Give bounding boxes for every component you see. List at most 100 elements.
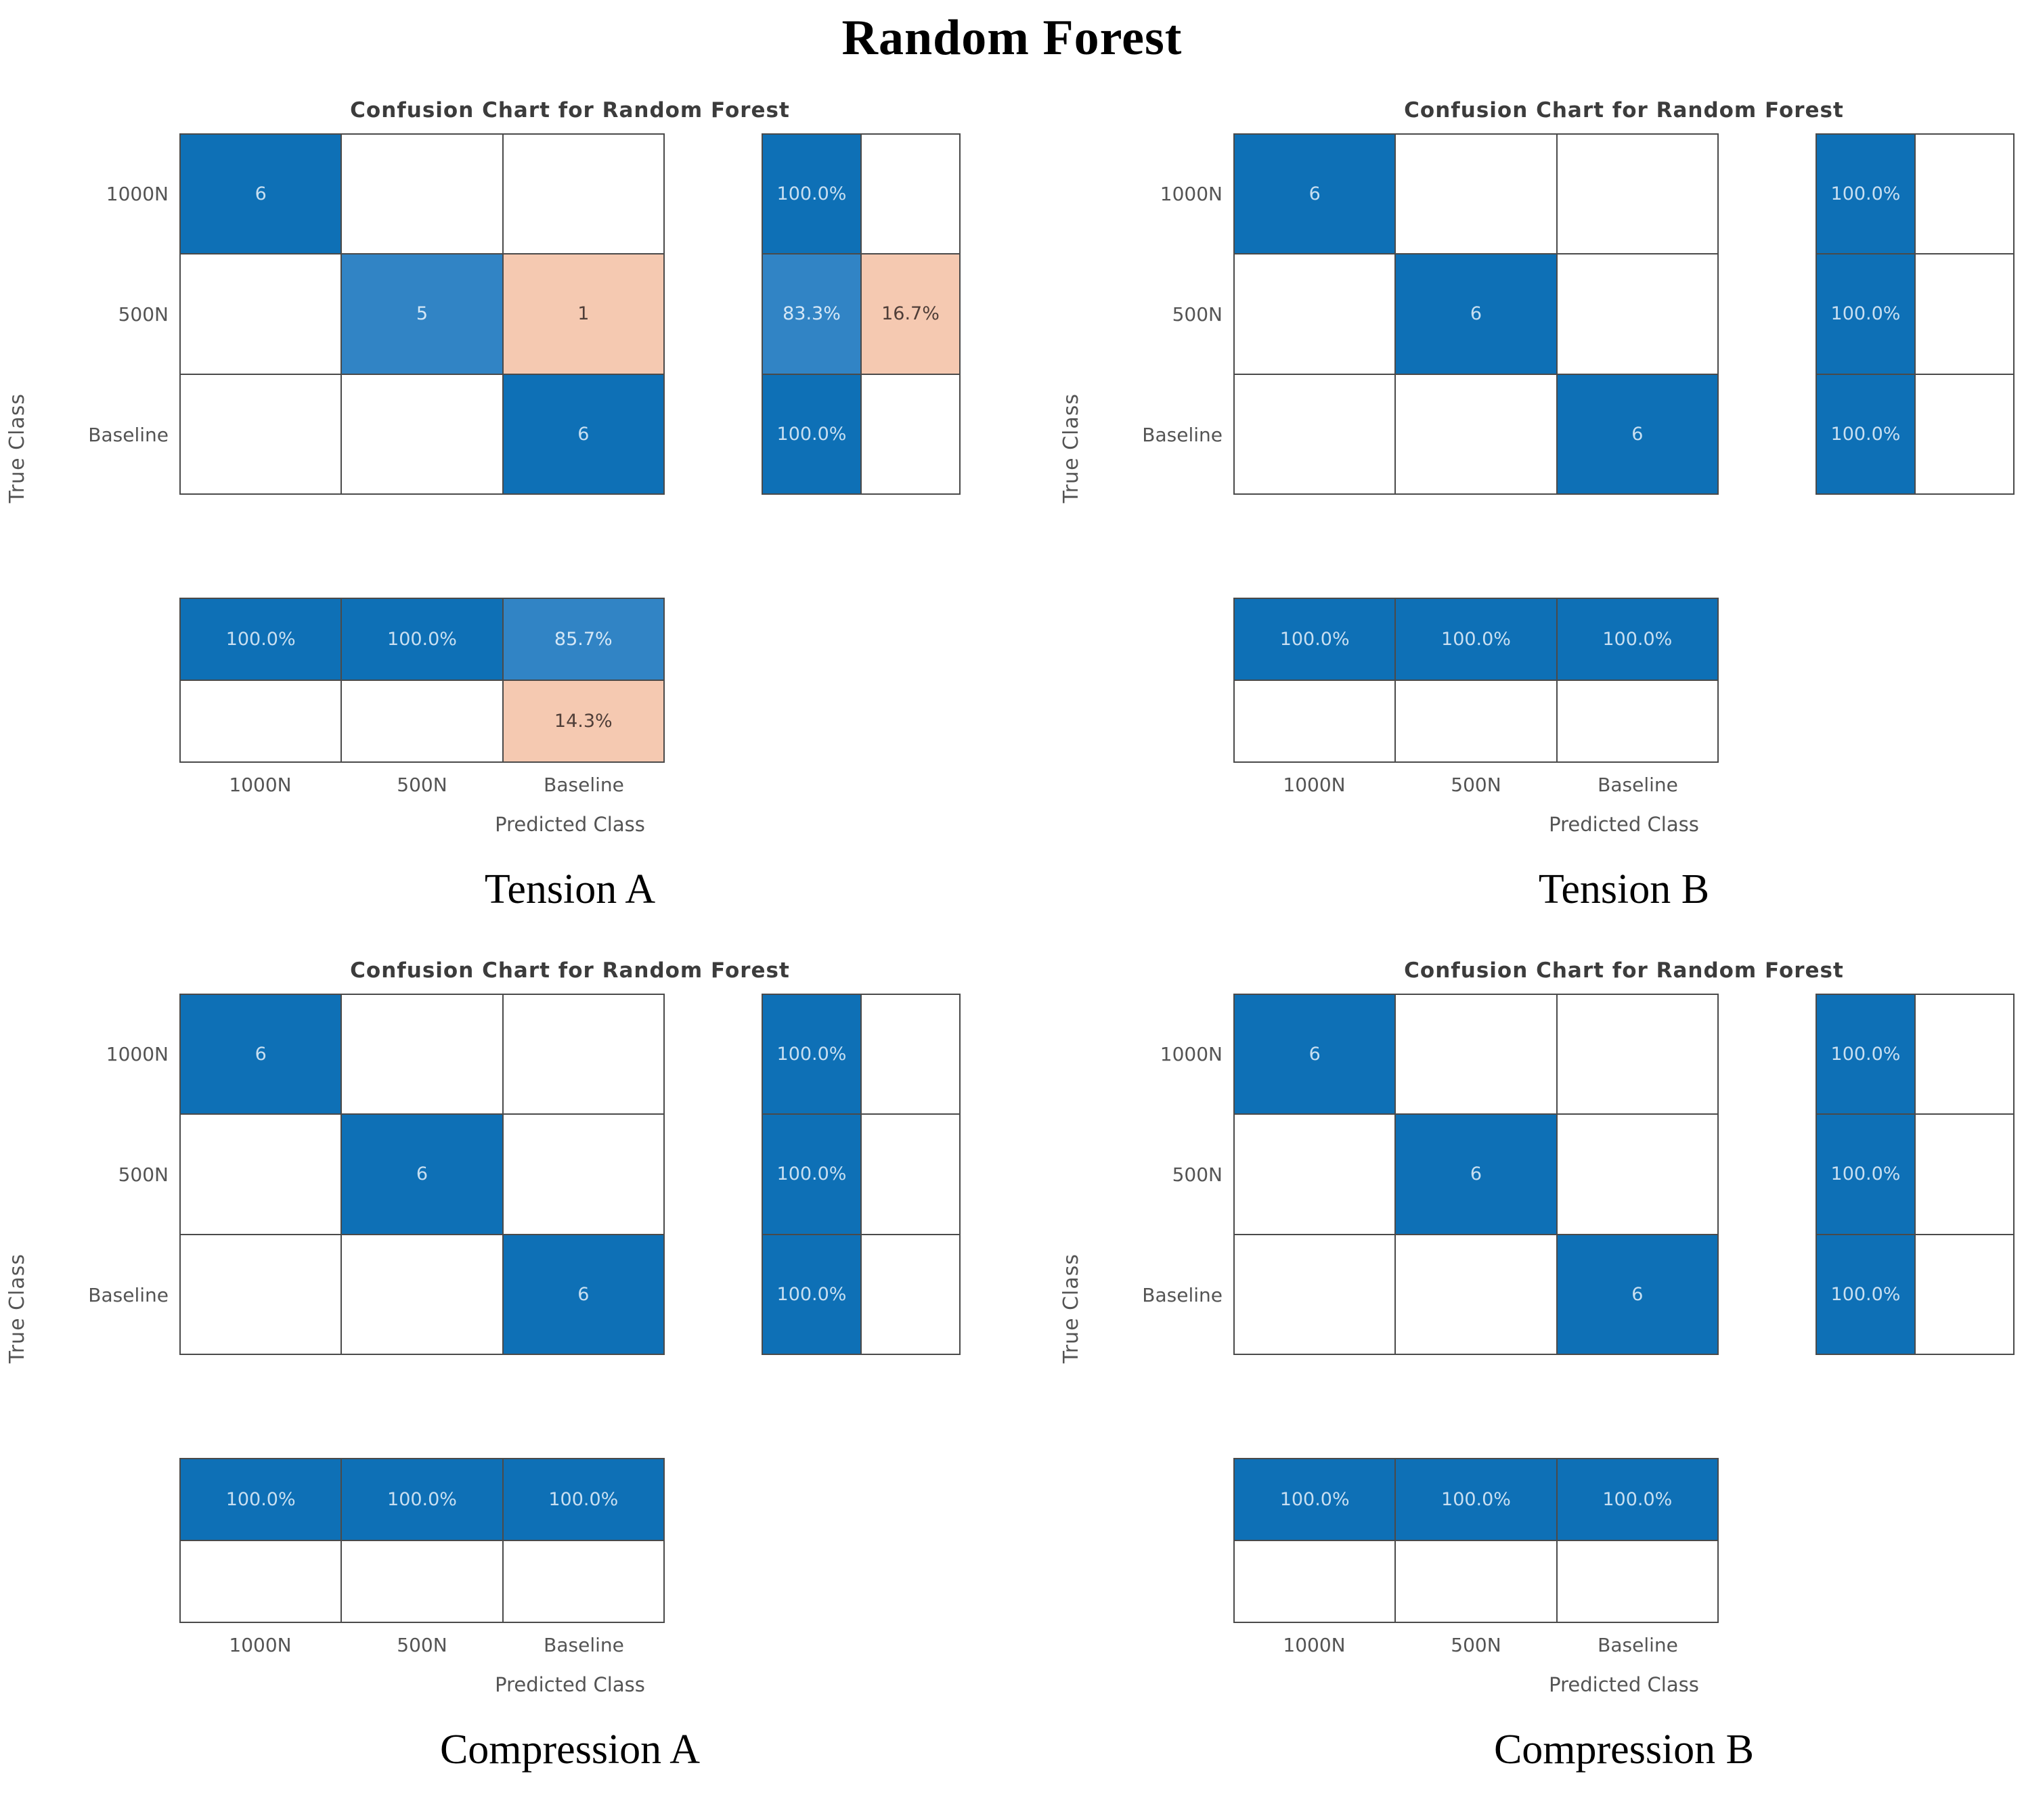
row-summary-cell: 100.0% [763, 374, 862, 495]
row-summary-cell [1916, 995, 2015, 1115]
y-axis-label: True Class [5, 393, 29, 504]
matrix-cell: 6 [181, 995, 343, 1115]
x-axis-label: Predicted Class [1549, 1673, 1699, 1696]
row-summary: 100.0%83.3%16.7%100.0% [762, 133, 961, 495]
matrix-cell: 6 [1235, 995, 1396, 1115]
column-summary-cell [181, 681, 343, 763]
confusion-chart-panel: Confusion Chart for Random Forest True C… [0, 931, 1012, 1774]
column-summary: 100.0%100.0%100.0% [1233, 1458, 1719, 1623]
y-axis-label: True Class [5, 1253, 29, 1364]
row-summary-cell [862, 995, 961, 1115]
x-tick-label: 1000N [229, 773, 292, 796]
row-summary-cell: 100.0% [1817, 1235, 1916, 1355]
row-summary-cell: 100.0% [763, 1235, 862, 1355]
matrix-cell [1396, 1235, 1558, 1355]
x-tick-label: Baseline [544, 1633, 624, 1656]
y-tick-label: 500N [1172, 1163, 1223, 1186]
confusion-chart-panel: Confusion Chart for Random Forest True C… [1012, 71, 2024, 914]
column-summary: 100.0%100.0%100.0% [179, 1458, 665, 1623]
panel-caption: Compression A [439, 1727, 701, 1773]
column-summary-cell: 100.0% [181, 1459, 343, 1541]
column-summary-cell: 100.0% [1557, 1459, 1719, 1541]
chart-title: Confusion Chart for Random Forest [1404, 98, 1844, 123]
x-tick-label: 1000N [1283, 773, 1346, 796]
column-summary-cell [342, 681, 504, 763]
row-summary-cell [1916, 135, 2015, 255]
matrix-cell: 6 [1557, 374, 1719, 495]
page-title: Random Forest [841, 10, 1183, 66]
matrix-cell [503, 135, 665, 255]
x-tick-label: 500N [1451, 773, 1501, 796]
column-summary-cell: 100.0% [1235, 599, 1396, 681]
row-summary-cell: 16.7% [862, 254, 961, 375]
matrix-cell: 6 [503, 1235, 665, 1355]
row-summary-cell: 100.0% [1817, 995, 1916, 1115]
row-summary-cell: 100.0% [1817, 135, 1916, 255]
column-summary: 100.0%100.0%85.7%14.3% [179, 598, 665, 763]
row-summary-cell [1916, 1235, 2015, 1355]
column-summary-cell [1557, 681, 1719, 763]
y-tick-label: 500N [118, 303, 169, 326]
row-summary-cell [1916, 374, 2015, 495]
x-tick-label: 500N [397, 773, 447, 796]
matrix-cell [503, 1115, 665, 1235]
column-summary-cell [503, 1541, 665, 1623]
row-summary-cell: 100.0% [763, 135, 862, 255]
y-tick-label: 500N [118, 1163, 169, 1186]
x-tick-label: 500N [1451, 1633, 1501, 1656]
row-summary: 100.0%100.0%100.0% [762, 994, 961, 1355]
matrix-cell [181, 374, 343, 495]
chart-title: Confusion Chart for Random Forest [350, 98, 790, 123]
x-axis-label: Predicted Class [495, 813, 645, 836]
x-tick-label: Baseline [544, 773, 624, 796]
matrix-cell [1396, 135, 1558, 255]
column-summary-cell: 100.0% [1557, 599, 1719, 681]
matrix-cell [342, 995, 504, 1115]
matrix-cell [1396, 995, 1558, 1115]
row-summary-cell: 100.0% [1817, 374, 1916, 495]
matrix-cell: 6 [1557, 1235, 1719, 1355]
matrix-cell: 6 [503, 374, 665, 495]
row-summary-cell [862, 1235, 961, 1355]
x-tick-label: 1000N [1283, 1633, 1346, 1656]
column-summary: 100.0%100.0%100.0% [1233, 598, 1719, 763]
row-summary-cell: 100.0% [763, 1115, 862, 1235]
column-summary-cell [1396, 1541, 1558, 1623]
matrix-cell: 6 [1235, 135, 1396, 255]
panel-caption: Tension B [1538, 866, 1710, 912]
matrix-cell [1235, 1115, 1396, 1235]
column-summary-cell: 100.0% [1235, 1459, 1396, 1541]
figure-page: Random Forest Confusion Chart for Random… [0, 9, 2024, 1820]
matrix-cell [1235, 1235, 1396, 1355]
matrix-cell [1557, 995, 1719, 1115]
matrix-cell: 6 [342, 1115, 504, 1235]
matrix-cell: 6 [181, 135, 343, 255]
column-summary-cell: 100.0% [503, 1459, 665, 1541]
x-axis-label: Predicted Class [1549, 813, 1699, 836]
matrix-cell [503, 995, 665, 1115]
matrix-cell: 6 [1396, 1115, 1558, 1235]
matrix-cell: 6 [1396, 254, 1558, 375]
y-tick-label: 1000N [106, 182, 169, 205]
column-summary-cell [342, 1541, 504, 1623]
matrix-cell [342, 374, 504, 495]
matrix-cell [181, 1115, 343, 1235]
matrix-cell [1557, 1115, 1719, 1235]
column-summary-cell: 100.0% [1396, 599, 1558, 681]
row-summary-cell [1916, 1115, 2015, 1235]
confusion-chart-panel: Confusion Chart for Random Forest True C… [0, 71, 1012, 914]
column-summary-cell [181, 1541, 343, 1623]
y-tick-label: Baseline [88, 1283, 169, 1306]
matrix-cell: 1 [503, 254, 665, 375]
panel-caption: Tension A [484, 866, 656, 912]
matrix-cell: 5 [342, 254, 504, 375]
row-summary-cell [862, 374, 961, 495]
